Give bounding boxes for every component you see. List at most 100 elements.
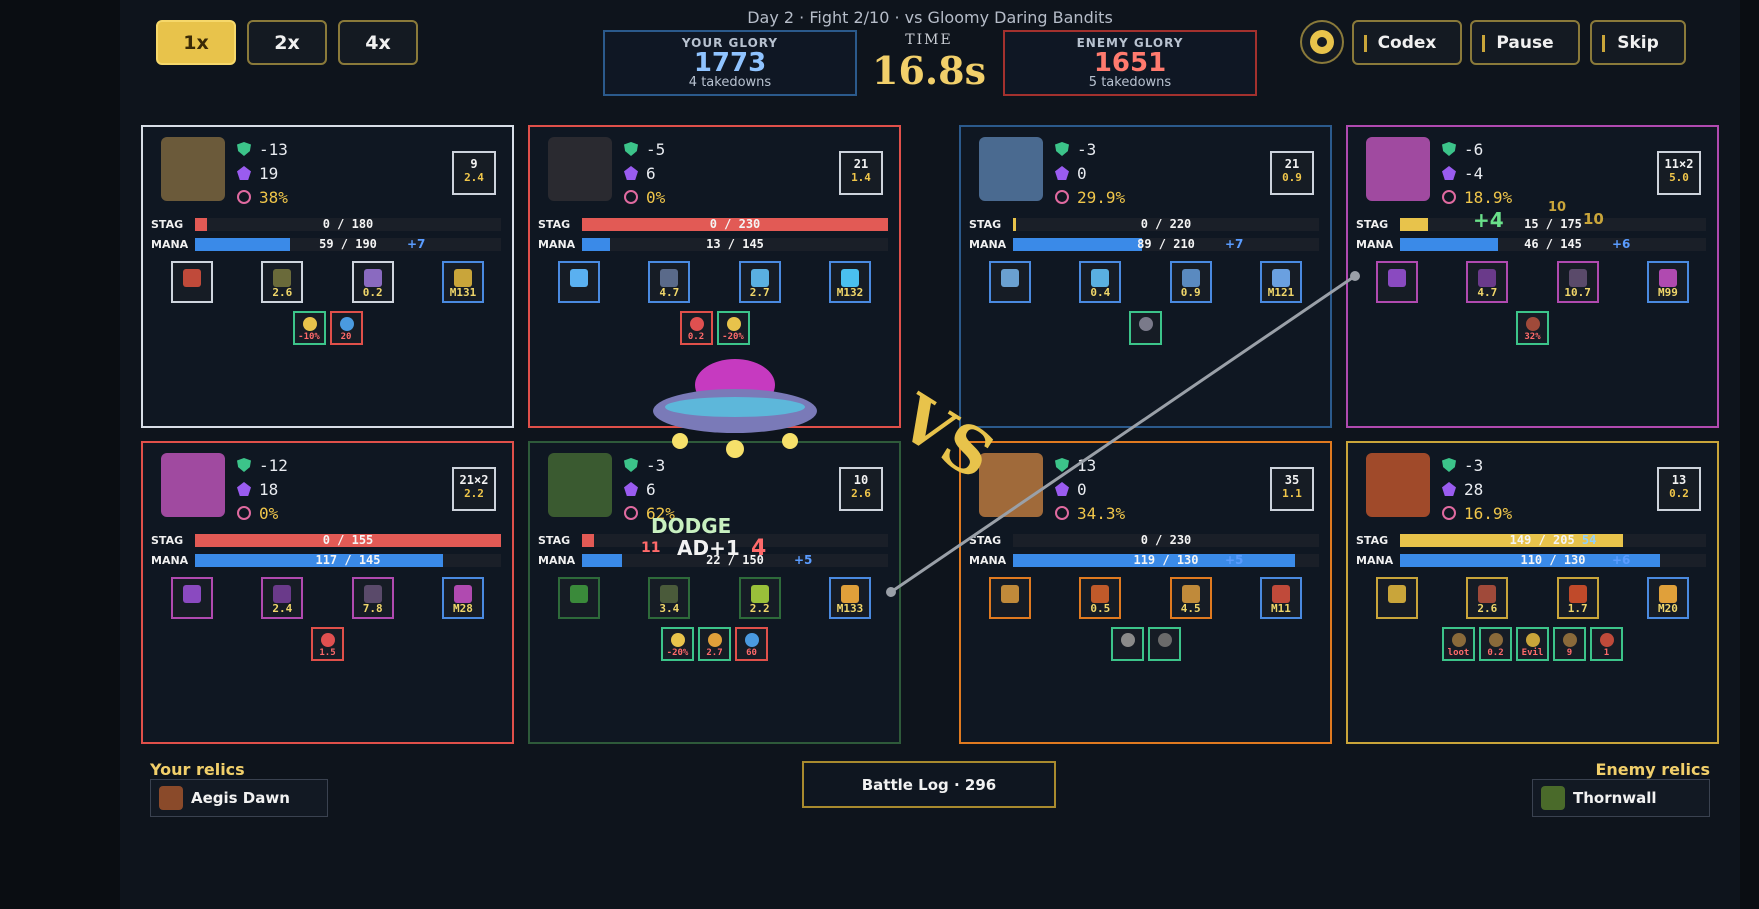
speed-2x-button[interactable]: 2x — [247, 20, 327, 65]
item-slot-2[interactable]: 2.4 — [261, 577, 304, 619]
buff-slot-3[interactable]: Evil — [1516, 627, 1549, 661]
item-icon — [1271, 269, 1290, 287]
buff-slot-2[interactable]: 2.7 — [698, 627, 731, 661]
item-slot-3[interactable]: 2.2 — [738, 577, 781, 619]
buff-slot-1[interactable]: loot — [1442, 627, 1475, 661]
item-slot-2[interactable]: 0.5 — [1079, 577, 1122, 619]
item-slot-1[interactable] — [1376, 261, 1418, 303]
buff-row: -10%20 — [143, 311, 512, 345]
buff-slot-2[interactable]: 20 — [329, 311, 363, 345]
item-slot-1[interactable] — [989, 577, 1031, 619]
buff-slot-2[interactable]: -20% — [716, 311, 750, 345]
item-slot-3[interactable]: 0.9 — [1169, 261, 1212, 303]
mana-regen: +5 — [1225, 552, 1244, 567]
buff-slot-1[interactable]: -10% — [292, 311, 326, 345]
stag-value: 0 / 230 — [709, 216, 761, 231]
buff-slot-4[interactable]: 9 — [1553, 627, 1586, 661]
weapon-speed: 1.4 — [851, 171, 871, 184]
item-slot-2[interactable]: 4.7 — [648, 261, 691, 303]
item-slot-2[interactable]: 2.6 — [261, 261, 304, 303]
settings-button[interactable] — [1300, 20, 1344, 64]
gem-icon — [237, 482, 251, 496]
item-slot-1[interactable] — [558, 577, 600, 619]
item-slot-3[interactable]: 1.7 — [1556, 577, 1599, 619]
item-slot-1[interactable] — [1376, 577, 1418, 619]
mana-regen: +6 — [1612, 236, 1631, 251]
item-icon — [840, 585, 859, 603]
shield-icon — [237, 458, 251, 472]
item-slot-4[interactable]: M20 — [1646, 577, 1689, 619]
buff-slot-1[interactable] — [1129, 311, 1162, 345]
crit-stat: 0% — [624, 185, 665, 209]
buff-slot-1[interactable]: -20% — [661, 627, 694, 661]
item-slot-2[interactable]: 2.6 — [1466, 577, 1509, 619]
magic-resist-stat: -4 — [1442, 161, 1512, 185]
speed-4x-button[interactable]: 4x — [338, 20, 418, 65]
codex-button[interactable]: Codex — [1352, 20, 1462, 65]
buff-slot-2[interactable] — [1147, 627, 1181, 661]
stag-value: 0 / 220 — [1140, 216, 1192, 231]
buff-slot-1[interactable]: 1.5 — [311, 627, 344, 661]
item-slot-3[interactable]: 2.7 — [738, 261, 781, 303]
item-slot-4[interactable]: M11 — [1259, 577, 1302, 619]
stag-label: STAG — [969, 217, 1002, 231]
buff-slot-2[interactable]: 0.2 — [1479, 627, 1512, 661]
item-row: 4.7 2.7 M132 — [538, 261, 891, 303]
item-slot-1[interactable] — [171, 577, 213, 619]
stag-fill — [195, 217, 207, 231]
item-slot-2[interactable]: 0.4 — [1079, 261, 1122, 303]
magic-resist-stat: 19 — [237, 161, 288, 185]
item-slot-2[interactable]: 4.7 — [1466, 261, 1509, 303]
item-slot-1[interactable] — [171, 261, 213, 303]
stag-label: STAG — [1356, 533, 1389, 547]
buff-slot-1[interactable] — [1110, 627, 1144, 661]
speed-1x-button[interactable]: 1x — [156, 20, 236, 65]
item-slot-4[interactable]: M131 — [441, 261, 484, 303]
weapon-damage: 13 — [1671, 473, 1687, 487]
item-slot-3[interactable]: 10.7 — [1556, 261, 1599, 303]
battle-log-button[interactable]: Battle Log · 296 — [802, 761, 1056, 808]
crit-value: 34.3% — [1077, 503, 1126, 523]
item-slot-3[interactable]: 7.8 — [351, 577, 394, 619]
item-slot-4[interactable]: M28 — [441, 577, 484, 619]
item-slot-4[interactable]: M133 — [828, 577, 871, 619]
buff-slot-3[interactable]: 60 — [735, 627, 768, 661]
armor-value: -12 — [259, 455, 288, 475]
skip-button[interactable]: Skip — [1590, 20, 1686, 65]
popup-ten-a: 10 — [1548, 200, 1567, 215]
stag-track: 0 / 230 — [582, 216, 888, 231]
enemy-relic-slot[interactable]: Thornwall — [1532, 779, 1710, 817]
your-relic-slot[interactable]: Aegis Dawn — [150, 779, 328, 817]
item-slot-1[interactable] — [989, 261, 1031, 303]
item-slot-4[interactable]: M121 — [1259, 261, 1302, 303]
item-slot-4[interactable]: M99 — [1646, 261, 1689, 303]
buff-slot-1[interactable]: 0.2 — [679, 311, 713, 345]
item-slot-3[interactable]: 0.2 — [351, 261, 394, 303]
buff-slot-1[interactable]: 32% — [1516, 311, 1549, 345]
item-slot-3[interactable]: 4.5 — [1169, 577, 1212, 619]
item-slot-4[interactable]: M132 — [828, 261, 871, 303]
buff-slot-5[interactable]: 1 — [1590, 627, 1623, 661]
ufo-light-right — [782, 433, 798, 449]
stag-fill — [1400, 217, 1428, 231]
crit-stat: 38% — [237, 185, 288, 209]
item-label: 2.2 — [749, 602, 770, 615]
item-slot-2[interactable]: 3.4 — [648, 577, 691, 619]
pause-button[interactable]: Pause — [1470, 20, 1580, 65]
item-slot-1[interactable] — [558, 261, 600, 303]
